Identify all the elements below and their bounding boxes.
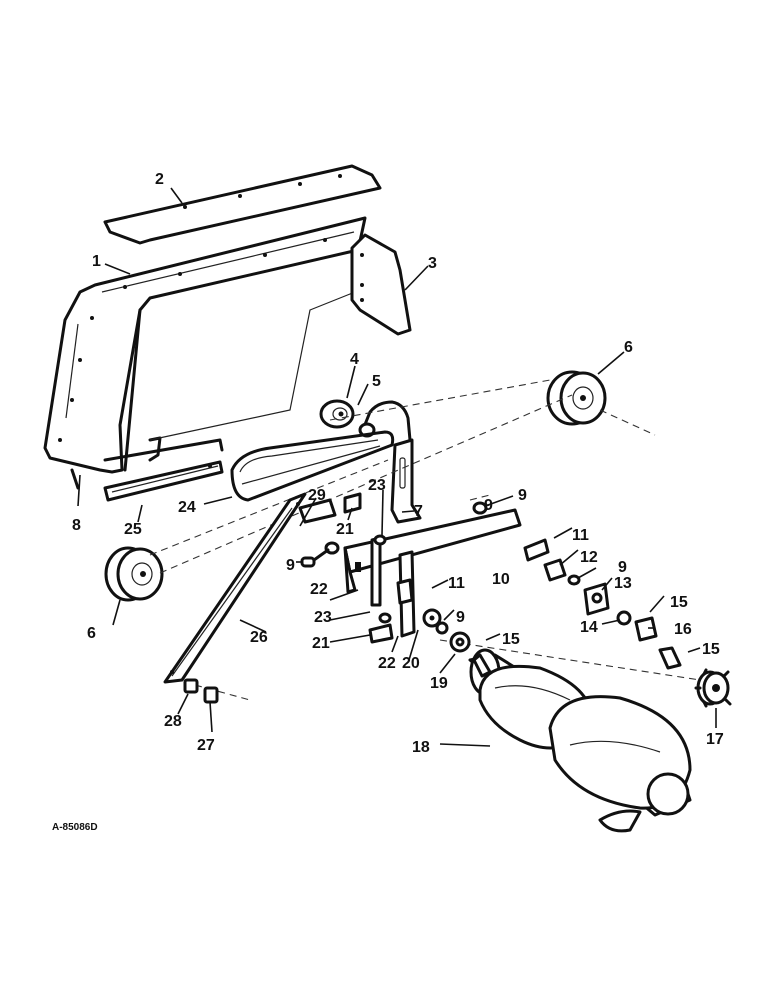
part-25-angle-strip bbox=[103, 460, 224, 502]
callout-2: 2 bbox=[155, 171, 164, 188]
callout-9-e: 9 bbox=[484, 497, 493, 514]
part-14-washer bbox=[616, 610, 632, 626]
part-23-pin-lower bbox=[378, 612, 392, 624]
part-8-lower-edge bbox=[70, 468, 80, 490]
callout-21-a: 21 bbox=[336, 521, 354, 538]
callout-10: 10 bbox=[492, 571, 510, 588]
part-9-bolt-a bbox=[300, 541, 340, 568]
callout-19: 19 bbox=[430, 675, 448, 692]
callout-9-b: 9 bbox=[518, 487, 527, 504]
callout-28: 28 bbox=[164, 713, 182, 730]
callout-9-c: 9 bbox=[618, 559, 627, 576]
part-28-bushing bbox=[183, 678, 199, 694]
part-17-sprocket bbox=[694, 668, 732, 708]
callout-16: 16 bbox=[674, 621, 692, 638]
part-18-auger bbox=[468, 648, 692, 833]
callout-26: 26 bbox=[250, 629, 268, 646]
callout-17: 17 bbox=[706, 731, 724, 748]
callout-11-a: 11 bbox=[572, 527, 589, 544]
callout-15-b: 15 bbox=[502, 631, 520, 648]
part-4-idler-pulley bbox=[319, 399, 355, 429]
part-6-pulley-right bbox=[546, 370, 607, 426]
part-20-collar bbox=[422, 608, 442, 628]
callout-9-d: 9 bbox=[456, 609, 465, 626]
callout-23-a: 23 bbox=[368, 477, 386, 494]
part-19-washer bbox=[449, 631, 471, 653]
callout-21-b: 21 bbox=[312, 635, 330, 652]
part-11-pin-upper bbox=[523, 538, 550, 562]
callout-13: 13 bbox=[614, 575, 632, 592]
callout-7: 7 bbox=[414, 503, 423, 520]
callout-5: 5 bbox=[372, 373, 381, 390]
part-9-bolt-d bbox=[435, 621, 449, 635]
callout-29: 29 bbox=[308, 487, 326, 504]
callout-3: 3 bbox=[428, 255, 437, 272]
callout-25: 25 bbox=[124, 521, 142, 538]
callout-22-b: 22 bbox=[378, 655, 396, 672]
part-9-bolt-b bbox=[472, 501, 488, 515]
callout-1: 1 bbox=[92, 253, 101, 270]
callout-9-a: 9 bbox=[286, 557, 295, 574]
leader-lines bbox=[77, 187, 717, 747]
callout-14: 14 bbox=[580, 619, 598, 636]
callout-15-a: 15 bbox=[670, 594, 688, 611]
callout-12: 12 bbox=[580, 549, 598, 566]
part-6-pulley-left bbox=[104, 546, 164, 602]
callout-23-b: 23 bbox=[314, 609, 332, 626]
part-2-top-plate bbox=[103, 164, 382, 245]
part-26-adjusting-arm bbox=[163, 492, 307, 684]
part-10-tube-bar bbox=[343, 508, 522, 594]
callout-6-right: 6 bbox=[624, 339, 633, 356]
callout-22-a: 22 bbox=[310, 581, 328, 598]
callout-11-b: 11 bbox=[448, 575, 465, 592]
part-7-slotted-bracket bbox=[390, 438, 422, 524]
part-27-bushing bbox=[203, 686, 219, 704]
callout-15-c: 15 bbox=[702, 641, 720, 658]
part-3-end-plate bbox=[350, 233, 412, 336]
callout-24: 24 bbox=[178, 499, 196, 516]
part-15-pin-a bbox=[658, 646, 682, 670]
callout-20: 20 bbox=[402, 655, 420, 672]
part-23-pin-upper bbox=[373, 534, 387, 546]
callout-27: 27 bbox=[197, 737, 215, 754]
drawing-number: A-85086D bbox=[52, 822, 98, 833]
callout-8: 8 bbox=[72, 517, 81, 534]
callout-6-left: 6 bbox=[87, 625, 96, 642]
part-22-bracket-upper bbox=[370, 536, 382, 607]
part-16-pin bbox=[634, 616, 658, 642]
assembly-centerlines bbox=[149, 379, 701, 701]
part-21-clip-upper bbox=[343, 492, 362, 514]
part-13-plate bbox=[583, 582, 610, 616]
callout-4: 4 bbox=[350, 351, 359, 368]
part-29-arm-plate bbox=[298, 498, 337, 524]
part-21-clip-lower bbox=[368, 623, 394, 644]
part-24-v-belt bbox=[230, 430, 395, 502]
callout-labels: 2 1 3 4 5 6 6 7 8 9 9 9 9 9 10 11 11 12 … bbox=[72, 171, 724, 756]
part-11-pin-lower bbox=[396, 578, 414, 605]
part-9-bolt-c bbox=[567, 574, 581, 586]
callout-18: 18 bbox=[412, 739, 430, 756]
